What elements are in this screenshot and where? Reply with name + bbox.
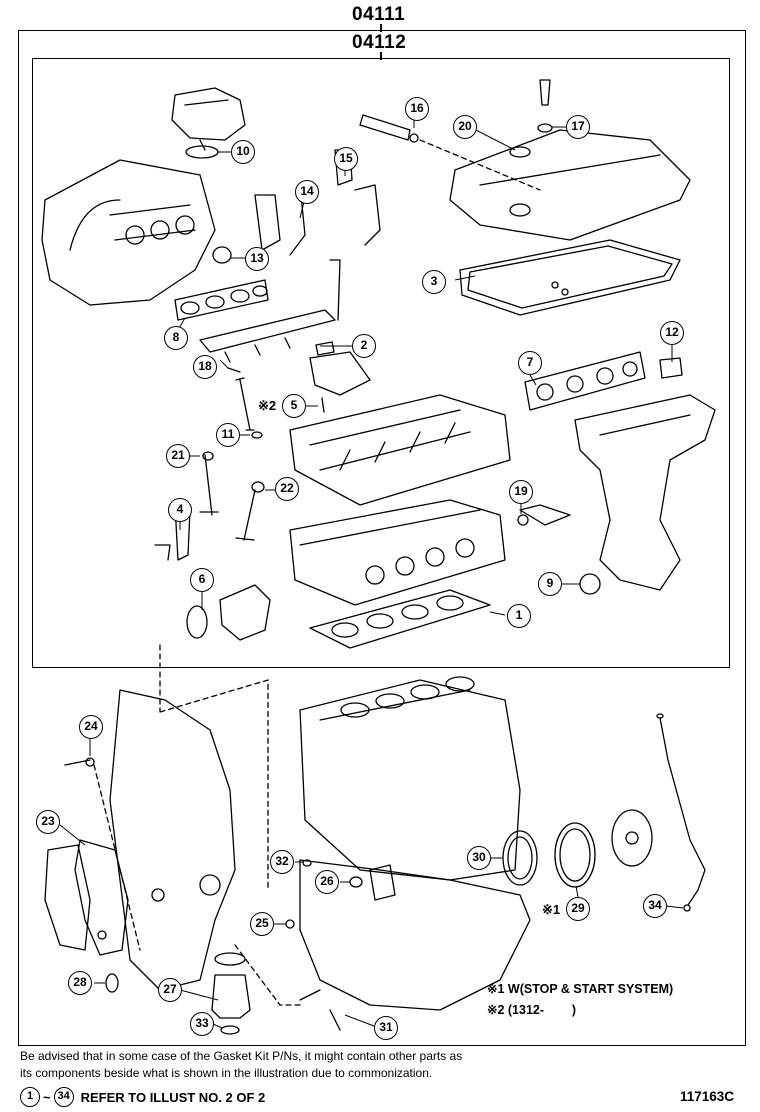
intake-manifold-drawing	[41, 159, 216, 306]
callout-7: 7	[518, 351, 542, 375]
callout-25: 25	[250, 912, 274, 936]
range-separator: ~	[43, 1089, 51, 1105]
note-mark-part5: ※2	[258, 398, 277, 413]
callout-12: 12	[660, 321, 684, 345]
advisory-line-1: Be advised that in some case of the Gask…	[20, 1049, 463, 1063]
callout-14: 14	[295, 180, 319, 204]
timing-cover-drawing	[109, 689, 236, 991]
note-1: ※1 W(STOP & START SYSTEM)	[487, 982, 674, 996]
callout-23: 23	[36, 810, 60, 834]
callout-13: 13	[245, 247, 269, 271]
exhaust-gasket-drawing	[524, 351, 646, 411]
cover-gasket-drawing	[459, 239, 681, 316]
callout-19: 19	[509, 480, 533, 504]
range-start-callout: 1	[20, 1087, 40, 1107]
head-gasket-drawing	[309, 589, 491, 649]
inner-kit-frame	[32, 58, 730, 668]
footer-reference: 1 ~ 34 REFER TO ILLUST NO. 2 OF 2	[20, 1087, 265, 1107]
callout-9: 9	[538, 572, 562, 596]
callout-1: 1	[507, 604, 531, 628]
callout-6: 6	[190, 568, 214, 592]
leader-tick-inner	[380, 52, 382, 60]
drive-plate-drawing	[611, 809, 653, 867]
callout-21: 21	[166, 444, 190, 468]
leader-tick-outer	[380, 24, 382, 32]
note-mark-part29: ※1	[542, 902, 561, 917]
callout-32: 32	[270, 850, 294, 874]
kit-number-outer: 04111	[352, 4, 406, 25]
callout-2: 2	[352, 334, 376, 358]
refer-text: REFER TO ILLUST NO. 2 OF 2	[80, 1089, 266, 1105]
callout-18: 18	[193, 355, 217, 379]
throttle-body-drawing	[171, 87, 246, 151]
callout-10: 10	[231, 140, 255, 164]
advisory-line-2: its components beside what is shown in t…	[20, 1066, 433, 1080]
oil-filter-drawing	[211, 974, 251, 1019]
callout-30: 30	[467, 846, 491, 870]
callout-31: 31	[374, 1016, 398, 1040]
callout-8: 8	[164, 326, 188, 350]
kit-number-inner: 04112	[352, 32, 407, 53]
head-cover-drawing	[449, 129, 691, 241]
range-end-callout: 34	[53, 1087, 74, 1107]
cylinder-head-drawing	[289, 499, 506, 606]
callout-26: 26	[315, 870, 339, 894]
callout-4: 4	[168, 498, 192, 522]
callout-29: 29	[566, 897, 590, 921]
gasket-8-drawing	[174, 279, 269, 321]
callout-20: 20	[453, 115, 477, 139]
fuel-rail-drawing	[199, 259, 341, 353]
callout-34: 34	[643, 894, 667, 918]
callout-33: 33	[190, 1012, 214, 1036]
gasket-13-drawing	[212, 246, 232, 264]
callout-17: 17	[566, 115, 590, 139]
oil-seal-6-drawing	[186, 605, 208, 639]
callout-3: 3	[422, 270, 446, 294]
callout-5: 5	[282, 394, 306, 418]
outer-kit-frame	[18, 30, 746, 1046]
lower-block-drawing	[299, 859, 531, 1011]
callout-28: 28	[68, 971, 92, 995]
cam-housing-drawing	[289, 394, 511, 506]
gasket-10-drawing	[185, 145, 219, 159]
callout-24: 24	[79, 715, 103, 739]
exhaust-manifold-drawing	[574, 394, 716, 591]
callout-22: 22	[275, 477, 299, 501]
callout-16: 16	[405, 97, 429, 121]
illustration-number: 117163C	[680, 1089, 735, 1104]
callout-15: 15	[334, 147, 358, 171]
seal-20-drawing	[509, 146, 531, 158]
rear-oil-seal-29-drawing	[554, 822, 596, 888]
callout-27: 27	[158, 978, 182, 1002]
callout-11: 11	[216, 423, 240, 447]
water-pump-gasket-drawing	[74, 839, 129, 956]
dipstick-drawing	[659, 717, 706, 906]
note-2: ※2 (1312- )	[487, 1003, 576, 1017]
